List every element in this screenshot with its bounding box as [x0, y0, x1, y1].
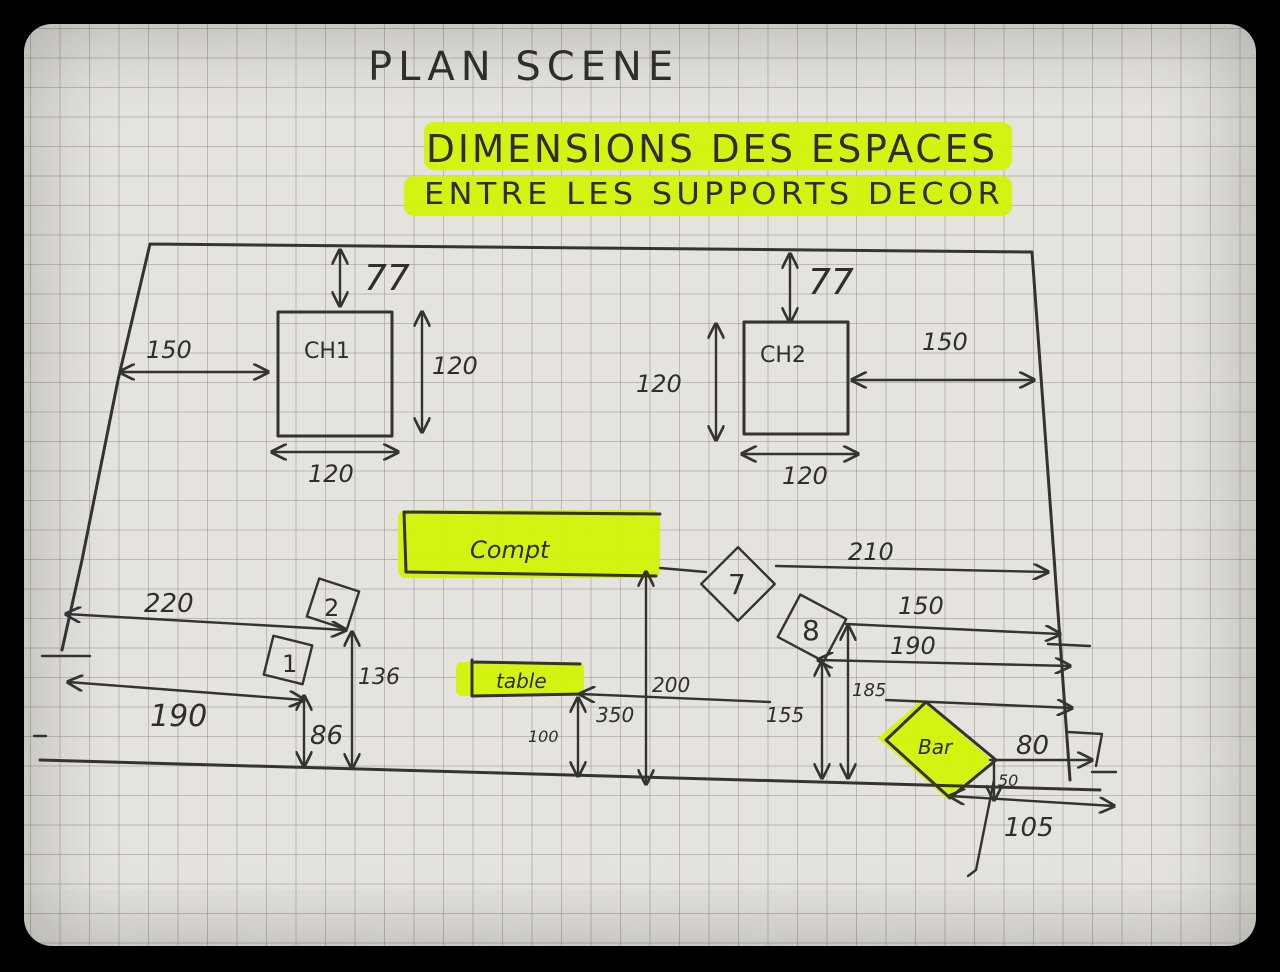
dim-80-value: 80: [1016, 731, 1049, 761]
dim-105-arrow: [950, 796, 1114, 806]
ch2-width-value: 120: [782, 462, 828, 490]
comptoir-box: [402, 510, 662, 578]
ch1-height-value: 120: [432, 352, 478, 380]
dim-185-arrow: [884, 698, 1072, 708]
table-label: table: [496, 669, 547, 693]
dim-190-right-value: 190: [890, 632, 936, 660]
marker-7-label: 7: [728, 568, 746, 601]
plan-title: PLAN SCENE: [368, 44, 679, 90]
dim-220-value: 220: [144, 589, 194, 619]
marker-7: 7: [700, 546, 776, 622]
marker-1-label: 1: [282, 650, 297, 678]
dim-190-left-value: 190: [150, 699, 207, 734]
ch1-label: CH1: [304, 339, 350, 364]
dim-155-value: 155: [766, 703, 804, 727]
ch2-top-gap-value: 77: [808, 262, 854, 303]
dim-105-value: 105: [1004, 813, 1054, 843]
ch1-box: [276, 310, 394, 438]
subtitle-line-2: ENTRE LES SUPPORTS DECOR: [424, 177, 1004, 212]
ch1-top-gap-value: 77: [364, 258, 410, 299]
marker-8-label: 8: [802, 614, 820, 647]
bar-pointer-line: [966, 778, 996, 878]
marker-2-label: 2: [324, 594, 339, 622]
ch1-width-value: 120: [308, 460, 354, 488]
dim-210-value: 210: [848, 538, 894, 566]
subtitle-line-1: DIMENSIONS DES ESPACES: [426, 127, 998, 171]
marker-2: 2: [305, 577, 361, 631]
dim-136-value: 136: [358, 665, 400, 690]
dim-210-arrow: [774, 566, 1048, 572]
ch1-left-gap-value: 150: [146, 336, 192, 364]
ch2-box: [742, 320, 850, 436]
table-right-arrow: [580, 694, 772, 704]
table-right-value: 350: [596, 703, 634, 727]
comptoir-highlight: [398, 510, 660, 578]
dim-86-value: 86: [310, 721, 343, 751]
ch2-height-value: 120: [636, 370, 682, 398]
table-down-value: 100: [528, 727, 559, 746]
bar-highlight: [878, 700, 992, 800]
comptoir-label: Compt: [470, 536, 551, 564]
dim-190-right-arrow: [818, 660, 1070, 666]
marker-1: 1: [262, 634, 314, 686]
stage-front-edge-left: [32, 654, 92, 738]
subtitle-highlight-1: [424, 122, 1012, 170]
right-edge-marks: [1046, 642, 1118, 774]
ch2-label: CH2: [760, 343, 806, 368]
comptoir-to-7-line: [658, 566, 708, 574]
table-highlight: [456, 662, 584, 696]
table-box: [470, 658, 586, 698]
dim-150-right-arrow: [844, 622, 1060, 634]
dim-185-value: 185: [852, 680, 886, 701]
marker-8: 8: [776, 593, 848, 663]
subtitle-highlight-2: [404, 176, 1012, 216]
dim-200-value: 200: [652, 673, 690, 697]
bar-label: Bar: [918, 735, 954, 759]
dim-220-arrow: [66, 614, 346, 630]
dim-50-value: 50: [998, 771, 1018, 790]
ch2-right-gap-value: 150: [922, 328, 968, 356]
dim-190-left-arrow: [68, 682, 304, 700]
dim-150-right-value: 150: [898, 592, 944, 620]
